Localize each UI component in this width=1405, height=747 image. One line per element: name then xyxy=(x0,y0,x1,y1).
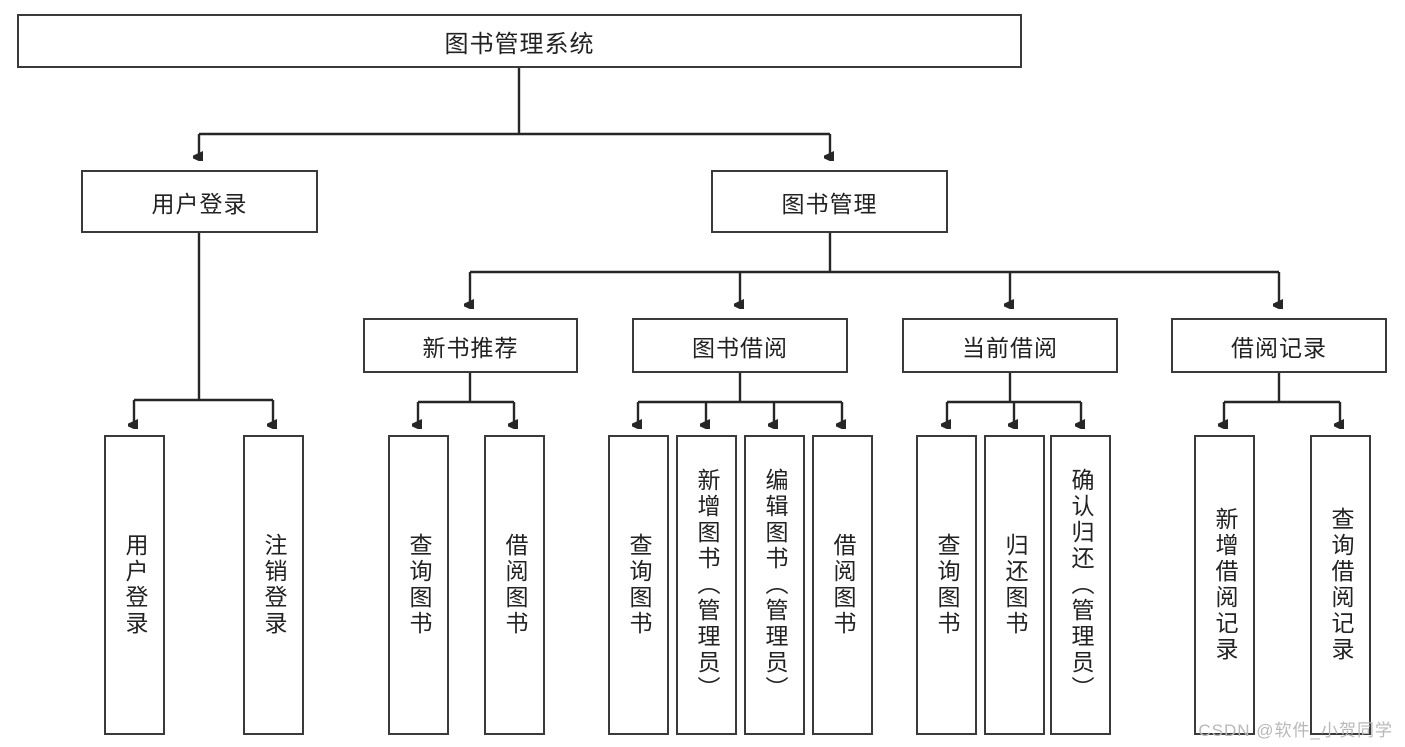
node-label: 确认归还（管理员） xyxy=(1068,468,1094,702)
leaf-recommend-borrow-book[interactable]: 借阅图书 xyxy=(484,435,545,735)
node-book-management[interactable]: 图书管理 xyxy=(711,170,948,233)
node-label: 当前借阅 xyxy=(962,334,1058,361)
node-label: 编辑图书（管理员） xyxy=(762,468,788,702)
node-label: 注销登录 xyxy=(261,533,287,637)
leaf-recommend-query-book[interactable]: 查询图书 xyxy=(388,435,449,735)
node-label: 图书借阅 xyxy=(692,334,788,361)
node-label: 借阅图书 xyxy=(830,533,856,637)
node-label: 查询图书 xyxy=(934,533,960,637)
node-label: 借阅图书 xyxy=(502,533,528,637)
leaf-current-confirm-return-admin[interactable]: 确认归还（管理员） xyxy=(1050,435,1111,735)
node-label: 归还图书 xyxy=(1002,533,1028,637)
node-label: 图书管理系统 xyxy=(444,30,595,58)
leaf-borrow-edit-book-admin[interactable]: 编辑图书（管理员） xyxy=(744,435,805,735)
leaf-user-login-logout[interactable]: 注销登录 xyxy=(243,435,304,735)
node-root-book-management-system[interactable]: 图书管理系统 xyxy=(17,14,1022,68)
leaf-record-add-record[interactable]: 新增借阅记录 xyxy=(1194,435,1255,735)
leaf-borrow-borrow-book[interactable]: 借阅图书 xyxy=(812,435,873,735)
csdn-watermark: CSDN @软件_小贺同学 xyxy=(1198,721,1393,740)
node-book-borrow[interactable]: 图书借阅 xyxy=(632,318,848,373)
leaf-current-return-book[interactable]: 归还图书 xyxy=(984,435,1045,735)
leaf-borrow-add-book-admin[interactable]: 新增图书（管理员） xyxy=(676,435,737,735)
node-label: 图书管理 xyxy=(781,190,878,217)
node-label: 新增借阅记录 xyxy=(1212,507,1238,663)
node-label: 查询图书 xyxy=(626,533,652,637)
node-current-borrow[interactable]: 当前借阅 xyxy=(902,318,1118,373)
node-user-login[interactable]: 用户登录 xyxy=(81,170,318,233)
node-new-book-recommend[interactable]: 新书推荐 xyxy=(363,318,578,373)
node-label: 新书推荐 xyxy=(422,334,519,361)
node-label: 新增图书（管理员） xyxy=(694,468,720,702)
leaf-user-login-login[interactable]: 用户登录 xyxy=(104,435,165,735)
leaf-current-query-book[interactable]: 查询图书 xyxy=(916,435,977,735)
node-label: 用户登录 xyxy=(151,190,248,217)
node-label: 借阅记录 xyxy=(1231,334,1327,361)
node-label: 查询图书 xyxy=(406,533,432,637)
node-borrow-record[interactable]: 借阅记录 xyxy=(1171,318,1387,373)
leaf-record-query-record[interactable]: 查询借阅记录 xyxy=(1310,435,1371,735)
node-label: 用户登录 xyxy=(122,533,148,637)
node-label: 查询借阅记录 xyxy=(1328,507,1354,663)
leaf-borrow-query-book[interactable]: 查询图书 xyxy=(608,435,669,735)
